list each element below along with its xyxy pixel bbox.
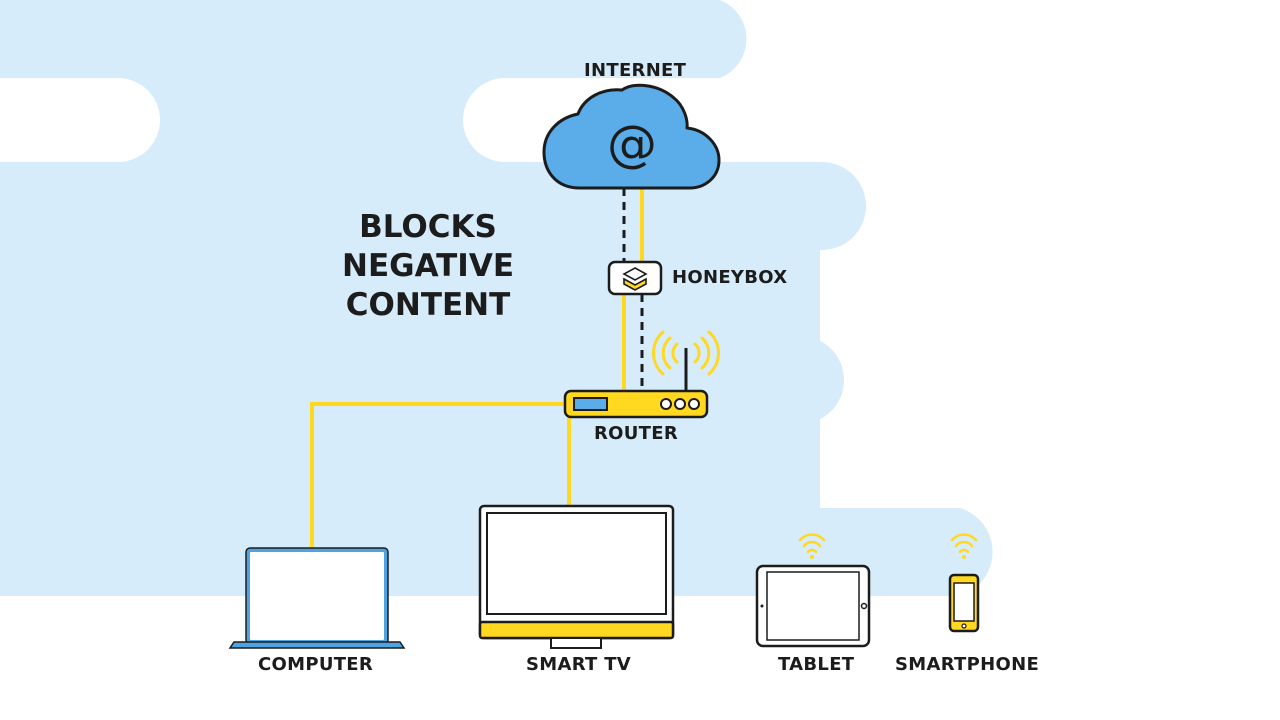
laptop-icon [228,547,406,649]
honeybox-label: HONEYBOX [672,267,788,288]
smart-tv-label: SMART TV [526,654,632,675]
headline-line-1: BLOCKS [359,209,497,245]
tv-stand [550,637,602,649]
wifi-signal-icon [652,330,720,376]
tablet-screen [766,571,860,641]
tablet-wifi-icon [798,533,826,559]
tv-bottom-bar [478,620,675,640]
router-light-2 [674,398,686,410]
tablet-icon [755,564,871,648]
computer-label: COMPUTER [258,654,374,675]
background-blob-mid-right [0,336,993,596]
router-icon [563,348,709,419]
laptop-base [228,641,406,649]
honeybox-logo-bottom [623,277,647,291]
laptop-screen [246,548,388,644]
connections [310,188,644,550]
headline: BLOCKS NEGATIVE CONTENT [318,208,538,325]
router-light-1 [660,398,672,410]
smartphone-wifi-icon [950,533,978,559]
router-light-3 [688,398,700,410]
router-label: ROUTER [594,423,679,444]
tablet-home-button [860,602,868,610]
router-display [573,397,608,411]
headline-line-2: NEGATIVE [342,248,514,284]
at-symbol: @ [607,115,657,173]
smartphone-icon [948,573,980,633]
tablet-label: TABLET [778,654,855,675]
tv-icon [478,504,675,649]
smartphone-label: SMARTPHONE [895,654,1040,675]
cloud-at-icon: @ [542,83,721,190]
tv-screen [486,512,667,615]
smartphone-home-button [961,623,967,629]
honeybox-device-icon [607,260,663,296]
background-shape [0,0,993,596]
cloud-shape [542,83,721,190]
headline-line-3: CONTENT [345,287,511,323]
router-computer-link [310,402,565,550]
tablet-camera [760,604,764,608]
smartphone-screen [953,582,975,622]
honeybox-logo-top [622,267,648,281]
internet-label: INTERNET [584,60,687,81]
